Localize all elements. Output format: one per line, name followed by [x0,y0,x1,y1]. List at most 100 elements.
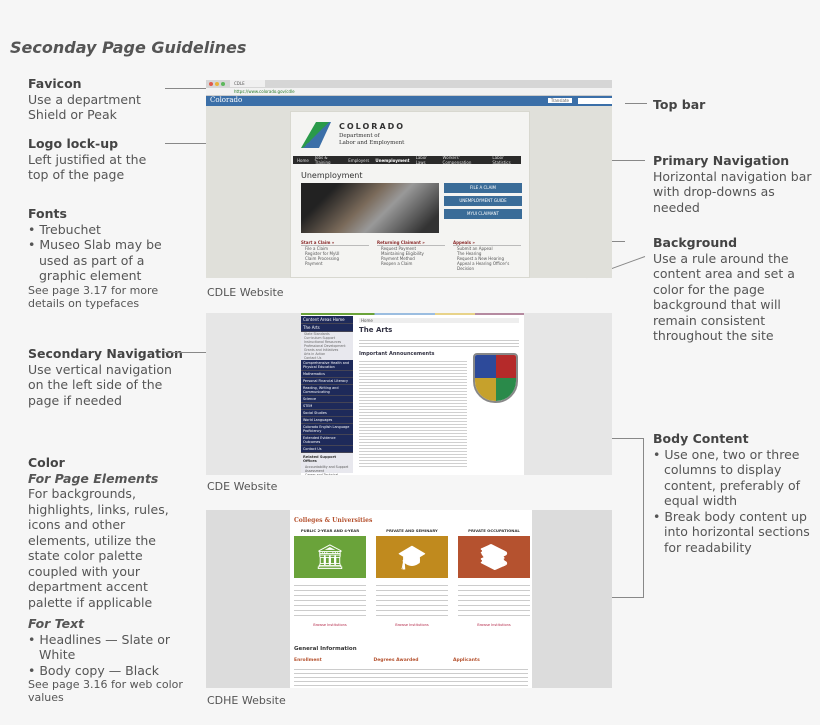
note-item: Break body content up into horizontal se… [653,509,813,556]
note-heading: Favicon [28,76,82,91]
address-bar[interactable]: https://www.colorado.gov/cdle [206,88,612,96]
books-icon: 📚 [458,536,530,578]
sidebar-item[interactable]: World Languages [301,417,353,424]
sidebar-item[interactable]: Contact Us [301,446,353,453]
search-input[interactable] [578,98,612,104]
browser-tab-bar: CDLE [206,80,612,88]
sidebar-item[interactable]: Colorado English Language Proficiency [301,424,353,435]
primary-nav-note: Primary Navigation Horizontal navigation… [653,153,818,215]
sidebar-item[interactable]: Reading, Writing and Communicating [301,385,353,396]
sidebar-link[interactable]: Curriculum Support [304,336,336,340]
favicon-note: Favicon Use a department Shield or Peak [28,76,168,123]
column-title[interactable]: Start a Claim » [301,240,369,246]
column-link[interactable]: Payment [305,261,323,266]
column-link[interactable]: Register for MyUI [305,251,340,256]
note-heading: Secondary Navigation [28,346,183,361]
column-link[interactable]: Submit an Appeal [457,246,493,251]
sidebar-link[interactable]: Contact Us [304,356,322,360]
cdle-logo [301,122,331,148]
note-item: Museo Slab may be used as part of a grap… [28,237,188,284]
translate-button[interactable]: Translate [547,98,572,103]
breadcrumb[interactable]: Home [359,318,519,323]
content-area: Colleges & Universities PUBLIC 2-YEAR AN… [290,510,532,688]
nav-item[interactable]: Employers [348,157,370,163]
page-title: Seconday Page Guidelines [10,38,247,57]
myui-claimant-button[interactable]: MYUI CLAIMANT [444,209,522,219]
sidebar-item[interactable]: Science [301,396,353,403]
column-link[interactable]: Claim Processing [305,256,339,261]
related-link[interactable]: Career and Technical Education [305,473,339,475]
column-link[interactable]: The Hearing [457,251,482,256]
column-link[interactable]: Request a New Hearing [457,256,504,261]
sidebar-link[interactable]: Arts in Action [304,352,326,356]
nav-item[interactable]: Jobs & Training [314,155,331,165]
nav-item-active[interactable]: Unemployment [375,157,410,163]
note-subheading: For Page Elements [28,470,159,486]
column-link[interactable]: Reopen a Claim [381,261,413,266]
body-content-note: Body Content Use one, two or three colum… [653,431,813,555]
column-title[interactable]: Appeals » [453,240,521,246]
section-heading: Colleges & Universities [294,517,373,524]
column-link[interactable]: Request Payment [381,246,417,251]
info-section-title: Applicants [453,658,480,663]
sidebar-item[interactable]: Mathematics [301,371,353,378]
nav-item[interactable]: Labor Laws [415,155,427,165]
browse-link[interactable]: Browse Institutions [313,623,347,627]
sidebar-link[interactable]: Professional Development [304,344,346,348]
unemployment-guide-button[interactable]: UNEMPLOYMENT GUIDE [444,196,522,206]
column-title[interactable]: Returning Claimant » [377,240,445,246]
note-small: See page 3.16 for web color values [28,678,183,704]
card-title: PRIVATE AND SEMINARY [386,528,438,533]
leader-line [165,88,210,89]
sidebar-item[interactable]: Personal Financial Literacy [301,378,353,385]
column-link[interactable]: Payment Method [381,256,415,261]
card-title: PUBLIC 2-YEAR AND 4-YEAR [300,528,360,533]
caption-cdle: CDLE Website [207,286,284,299]
related-link[interactable]: Accountability and Support [305,465,349,469]
nav-item[interactable]: Workers' Compensation [442,155,472,165]
background-note: Background Use a rule around the content… [653,235,813,344]
sidebar-item[interactable]: Content Areas Home [301,316,353,324]
color-note: Color For Page Elements For backgrounds,… [28,455,190,704]
note-item: Trebuchet [28,222,188,238]
sidebar-link[interactable]: Grants and Initiatives [304,348,339,352]
browser-tab[interactable]: CDLE [230,80,265,87]
colorado-brand[interactable]: Colorado [210,96,243,104]
sidebar-item[interactable]: Comprehensive Health and Physical Educat… [301,360,353,371]
nav-item[interactable]: Home [297,157,309,163]
note-body: Use a department Shield or Peak [28,91,141,123]
browse-link[interactable]: Browse Institutions [477,623,511,627]
sidebar-item[interactable]: Social Studies [301,410,353,417]
column-link[interactable]: File a Claim [305,246,329,251]
leader-line [643,438,644,598]
sidebar-item[interactable]: STEM [301,403,353,410]
file-claim-button[interactable]: FILE A CLAIM [444,183,522,193]
sidebar-link[interactable]: Instructional Resources [304,340,342,344]
note-item: Use one, two or three columns to display… [653,447,813,509]
top-bar: Colorado Translate [206,96,612,106]
institution-card: PRIVATE AND SEMINARY 🎓 Browse Institutio… [376,528,448,627]
nav-item[interactable]: Labor Statistics [492,155,511,165]
column-link[interactable]: Appeal a Hearing Officer's Decision [457,261,510,271]
note-heading: Color [28,455,65,470]
action-buttons: FILE A CLAIM UNEMPLOYMENT GUIDE MYUI CLA… [444,183,522,219]
url-text[interactable]: https://www.colorado.gov/cdle [234,89,295,94]
note-body: Use vertical navigation on the left side… [28,361,172,408]
column-link[interactable]: Maintaining Eligibility [381,251,424,256]
sidebar-link[interactable]: State Standards [304,332,330,336]
related-link[interactable]: Assessment [305,469,325,473]
secondary-nav-note: Secondary Navigation Use vertical naviga… [28,346,188,408]
sidebar-item[interactable]: The Arts [301,324,353,332]
browse-link[interactable]: Browse Institutions [395,623,429,627]
org-name: COLORADO [339,122,406,131]
page-heading: Unemployment [301,171,363,180]
note-subheading: For Text [28,616,85,631]
sidebar-item[interactable]: Extended Evidence Outcomes [301,435,353,446]
